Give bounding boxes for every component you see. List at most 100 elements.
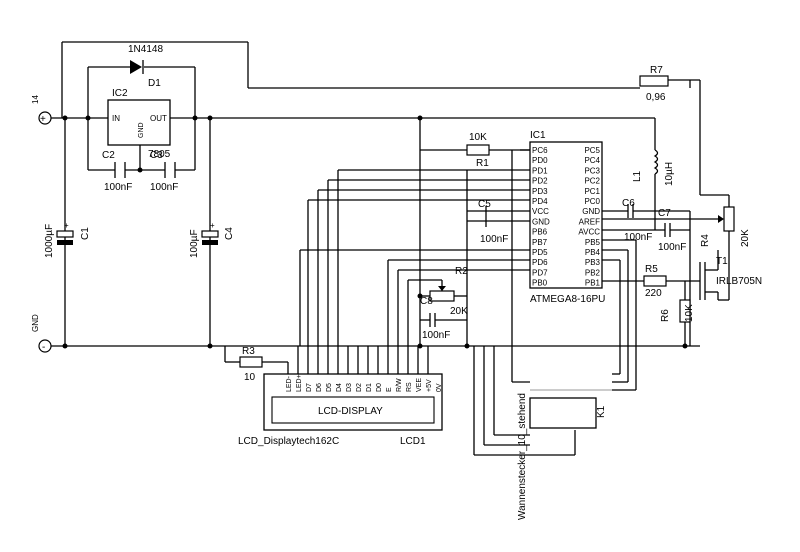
ic1-pin-r-pc0: PC0 xyxy=(584,197,600,206)
terminal-plus: + 14 xyxy=(31,95,52,125)
svg-text:T1: T1 xyxy=(716,256,728,267)
resistor-r1: 10K R1 xyxy=(419,118,530,346)
capacitor-c7: C7 100nF xyxy=(602,190,691,346)
ic1-pin-r-pc1: PC1 xyxy=(584,187,600,196)
svg-text:1N4148: 1N4148 xyxy=(128,44,163,55)
ic1-pin-pd6: PD6 xyxy=(532,258,548,267)
svg-text:C6: C6 xyxy=(622,198,635,209)
ic1-pin-pd5: PD5 xyxy=(532,248,548,257)
ic1-pin-gnd: GND xyxy=(532,217,550,226)
potentiometer-r2: R2 20K xyxy=(408,266,468,317)
svg-text:100nF: 100nF xyxy=(658,242,686,253)
diode-d1: 1N4148 D1 xyxy=(128,44,163,89)
svg-text:100nF: 100nF xyxy=(104,182,132,193)
capacitor-c5: C5 100nF xyxy=(466,170,530,346)
svg-text:LCD1: LCD1 xyxy=(400,436,426,447)
svg-text:10K: 10K xyxy=(469,132,487,143)
svg-text:100nF: 100nF xyxy=(422,330,450,341)
svg-text:C1: C1 xyxy=(80,227,91,240)
capacitor-c1: + 1000µF C1 xyxy=(44,221,91,258)
lcd-pin-label: VEE xyxy=(416,378,423,392)
svg-text:R3: R3 xyxy=(242,346,255,357)
svg-text:1000µF: 1000µF xyxy=(44,224,55,258)
ic1-pin-vcc: VCC xyxy=(532,207,549,216)
microcontroller-ic1: IC1 ATMEGA8-16PU PC6PD0PD1PD2PD3PD4VCCGN… xyxy=(529,130,605,305)
supply-wires xyxy=(48,41,701,347)
capacitor-c8: C8 100nF xyxy=(420,296,467,341)
lcd-pin-label: D0 xyxy=(376,383,383,392)
resistor-r6: R6 10K xyxy=(660,281,695,346)
lcd-pin-label: D4 xyxy=(336,383,343,392)
ic1-pin-pd3: PD3 xyxy=(532,187,548,196)
svg-text:20K: 20K xyxy=(740,229,751,247)
lcd-pin-label: E xyxy=(386,387,393,392)
regulator-ic2: IC2 IN OUT GND 7805 xyxy=(107,88,171,160)
ic1-pin-pb0: PB0 xyxy=(532,279,548,288)
svg-text:IC2: IC2 xyxy=(112,88,128,99)
svg-text:IN: IN xyxy=(112,114,120,123)
connector-k1: K1 Wannenstecker_10_stehend xyxy=(517,389,612,520)
svg-text:C5: C5 xyxy=(478,199,491,210)
svg-text:LCD-DISPLAY: LCD-DISPLAY xyxy=(318,406,383,417)
ic1-pin-r-pc4: PC4 xyxy=(584,156,600,165)
terminal-gnd: - GND xyxy=(31,314,52,353)
svg-text:C2: C2 xyxy=(102,150,115,161)
lcd-pin-label: D3 xyxy=(346,383,353,392)
svg-text:GND: GND xyxy=(31,314,40,332)
lcd-pin-label: D1 xyxy=(366,383,373,392)
svg-text:L1: L1 xyxy=(632,170,643,182)
ic1-pin-pd4: PD4 xyxy=(532,197,548,206)
svg-text:+: + xyxy=(40,114,46,125)
ic1-pin-r-pb1: PB1 xyxy=(585,279,601,288)
ic1-right-pins: PC5PC4PC3PC2PC1PC0GNDAREFAVCCPB5PB4PB3PB… xyxy=(578,146,600,288)
svg-text:100nF: 100nF xyxy=(624,232,652,243)
ic1-pin-pd2: PD2 xyxy=(532,177,548,186)
inductor-l1: L1 10µH xyxy=(632,118,675,190)
svg-text:+: + xyxy=(210,221,215,230)
svg-text:R6: R6 xyxy=(660,309,671,322)
capacitor-c2: C2 100nF xyxy=(102,150,132,193)
ic1-pin-pc6: PC6 xyxy=(532,146,548,155)
mosfet-t1: T1 IRLB705N xyxy=(699,250,762,301)
svg-text:10: 10 xyxy=(244,372,256,383)
svg-text:R5: R5 xyxy=(645,264,658,275)
resistor-r3: R3 10 xyxy=(224,346,289,383)
svg-text:220: 220 xyxy=(645,288,662,299)
ic1-pin-pd1: PD1 xyxy=(532,166,548,175)
svg-text:14: 14 xyxy=(31,95,40,104)
svg-text:D1: D1 xyxy=(148,78,161,89)
lcd-pin-label: 0V xyxy=(436,383,443,392)
ic1-pin-r-pb4: PB4 xyxy=(585,248,601,257)
svg-text:K1: K1 xyxy=(596,405,607,418)
svg-text:C7: C7 xyxy=(658,208,671,219)
ic1-pin-r-pb5: PB5 xyxy=(585,238,601,247)
resistor-r4: R4 20K xyxy=(602,194,751,300)
ic1-pin-r-pb3: PB3 xyxy=(585,258,601,267)
ic1-pin-r-avcc: AVCC xyxy=(578,228,600,237)
ic1-pin-pd0: PD0 xyxy=(532,156,548,165)
svg-text:10µH: 10µH xyxy=(664,162,675,186)
svg-text:7805: 7805 xyxy=(148,149,171,160)
svg-text:ATMEGA8-16PU: ATMEGA8-16PU xyxy=(530,294,605,305)
lcd-module: LCD-DISPLAY LCD_Displaytech162C LCD1 LED… xyxy=(238,373,443,447)
ic1-pin-r-pc3: PC3 xyxy=(584,166,600,175)
svg-text:R1: R1 xyxy=(476,158,489,169)
lcd-pin-label: D6 xyxy=(316,383,323,392)
junction-dots xyxy=(62,115,688,349)
svg-text:OUT: OUT xyxy=(150,114,167,123)
svg-text:+: + xyxy=(64,221,69,230)
svg-text:100µF: 100µF xyxy=(189,229,200,258)
svg-text:C8: C8 xyxy=(420,296,433,307)
resistor-r7: R7 0,96 xyxy=(639,65,669,103)
svg-text:20K: 20K xyxy=(450,306,468,317)
svg-text:IC1: IC1 xyxy=(530,130,546,141)
isp-wires xyxy=(473,149,637,456)
svg-text:R2: R2 xyxy=(455,266,468,277)
capacitor-c4: + 100µF C4 xyxy=(189,221,235,258)
lcd-bus-wires xyxy=(297,169,530,374)
svg-text:-: - xyxy=(42,342,45,353)
lcd-pin-label: LED+ xyxy=(296,374,303,392)
